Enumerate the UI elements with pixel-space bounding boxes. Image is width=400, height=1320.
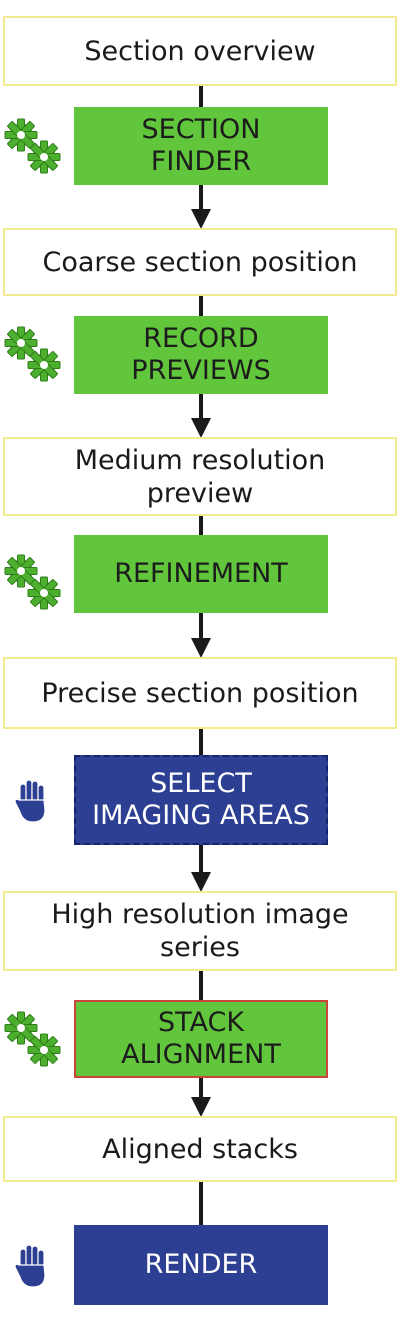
box-line: STACK: [157, 1007, 245, 1038]
box-line: PREVIEWS: [131, 355, 271, 386]
data-box-section-overview: Section overview: [3, 16, 397, 86]
data-box-medium-resolution-preview: Medium resolution preview: [3, 437, 397, 516]
box-line: preview: [146, 477, 254, 509]
box-line: SECTION: [141, 114, 261, 145]
box-line: series: [160, 932, 240, 963]
box-line: RECORD: [143, 323, 259, 354]
box-line: FINDER: [150, 146, 252, 177]
data-box-aligned-stacks: Aligned stacks: [3, 1116, 397, 1182]
gears-icon: [4, 1011, 61, 1067]
gears-icon: [4, 554, 61, 610]
process-stack-alignment: STACK ALIGNMENT: [74, 1000, 328, 1078]
box-line: Coarse section position: [42, 246, 358, 278]
box-line: Section overview: [84, 35, 316, 67]
box-line: IMAGING AREAS: [92, 800, 310, 831]
hand-icon: [14, 1244, 46, 1288]
data-box-high-resolution-image-series: High resolution image series: [3, 891, 397, 971]
process-select-imaging-areas: SELECT IMAGING AREAS: [74, 755, 328, 845]
gears-icon: [4, 326, 61, 382]
data-box-coarse-section-position: Coarse section position: [3, 228, 397, 296]
process-record-previews: RECORD PREVIEWS: [74, 316, 328, 394]
box-line: Precise section position: [41, 677, 359, 709]
process-section-finder: SECTION FINDER: [74, 107, 328, 185]
box-line: SELECT: [150, 768, 252, 799]
gears-icon: [4, 118, 61, 174]
box-line: REFINEMENT: [114, 558, 288, 589]
box-line: Aligned stacks: [102, 1133, 298, 1165]
process-render: RENDER: [74, 1225, 328, 1305]
data-box-precise-section-position: Precise section position: [3, 657, 397, 729]
box-line: ALIGNMENT: [121, 1039, 281, 1070]
hand-icon: [14, 779, 46, 823]
box-line: High resolution image: [51, 899, 349, 930]
box-line: RENDER: [144, 1249, 258, 1280]
process-refinement: REFINEMENT: [74, 535, 328, 613]
box-line: Medium resolution: [74, 444, 326, 476]
